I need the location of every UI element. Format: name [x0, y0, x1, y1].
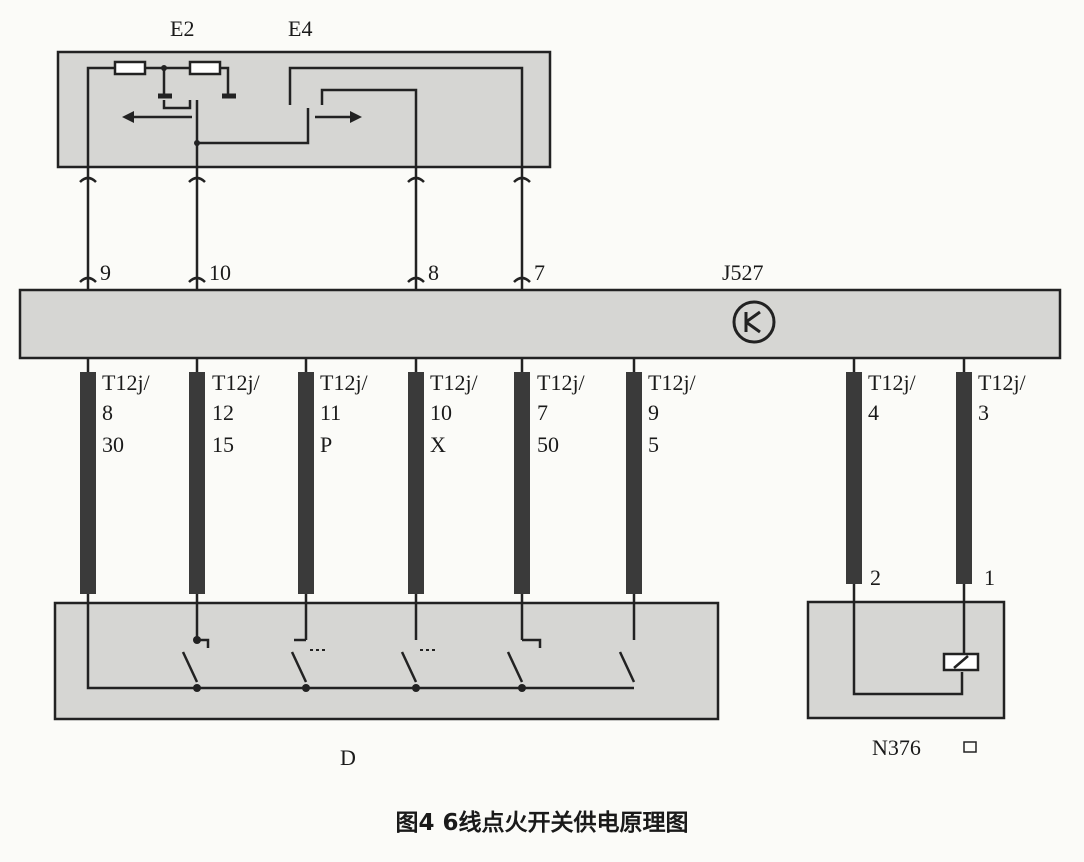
sensor-pin-1: 1 — [984, 565, 995, 590]
harness-labels: T12j/ 8 30 T12j/ 12 15 T12j/ 11 P T12j/ … — [102, 370, 1027, 457]
harness-pin-7: 4 — [868, 400, 879, 425]
top-connector-labels: 9 10 8 7 — [100, 260, 545, 285]
harness-prefix-4: T12j/ — [430, 370, 479, 395]
square-icon — [963, 741, 977, 753]
j527-unit: J527 — [18, 260, 1062, 360]
harness-prefix-2: T12j/ — [212, 370, 261, 395]
harness-pin-8: 3 — [978, 400, 989, 425]
e2-e4-module — [56, 50, 552, 180]
label-e2: E2 — [170, 16, 194, 41]
connector-7: 7 — [534, 260, 545, 285]
harness-prefix-7: T12j/ — [868, 370, 917, 395]
label-d: D — [340, 745, 356, 770]
harness-terminal-5: 50 — [537, 432, 559, 457]
ignition-switch-d: D — [53, 594, 720, 770]
harness-terminal-3: P — [320, 432, 332, 457]
harness-pin-6: 9 — [648, 400, 659, 425]
sensor-n376: 2 1 N376 — [806, 565, 1006, 760]
harness-prefix-3: T12j/ — [320, 370, 369, 395]
harness-wires — [80, 358, 972, 594]
sensor-pin-2: 2 — [870, 565, 881, 590]
harness-terminal-4: X — [430, 432, 446, 457]
harness-prefix-8: T12j/ — [978, 370, 1027, 395]
harness-pin-3: 11 — [320, 400, 341, 425]
label-n376: N376 — [872, 735, 921, 760]
harness-pin-1: 8 — [102, 400, 113, 425]
harness-pin-4: 10 — [430, 400, 452, 425]
harness-prefix-1: T12j/ — [102, 370, 151, 395]
harness-terminal-1: 30 — [102, 432, 124, 457]
label-e4: E4 — [288, 16, 312, 41]
connector-8: 8 — [428, 260, 439, 285]
harness-terminal-6: 5 — [648, 432, 659, 457]
electronic-icon — [744, 310, 761, 334]
figure-caption: 图4 6线点火开关供电原理图 — [395, 809, 688, 836]
connector-9: 9 — [100, 260, 111, 285]
harness-pin-2: 12 — [212, 400, 234, 425]
harness-terminal-2: 15 — [212, 432, 234, 457]
connector-10: 10 — [209, 260, 231, 285]
label-j527: J527 — [722, 260, 764, 285]
harness-prefix-5: T12j/ — [537, 370, 586, 395]
harness-prefix-6: T12j/ — [648, 370, 697, 395]
top-links — [79, 176, 531, 290]
harness-pin-5: 7 — [537, 400, 548, 425]
